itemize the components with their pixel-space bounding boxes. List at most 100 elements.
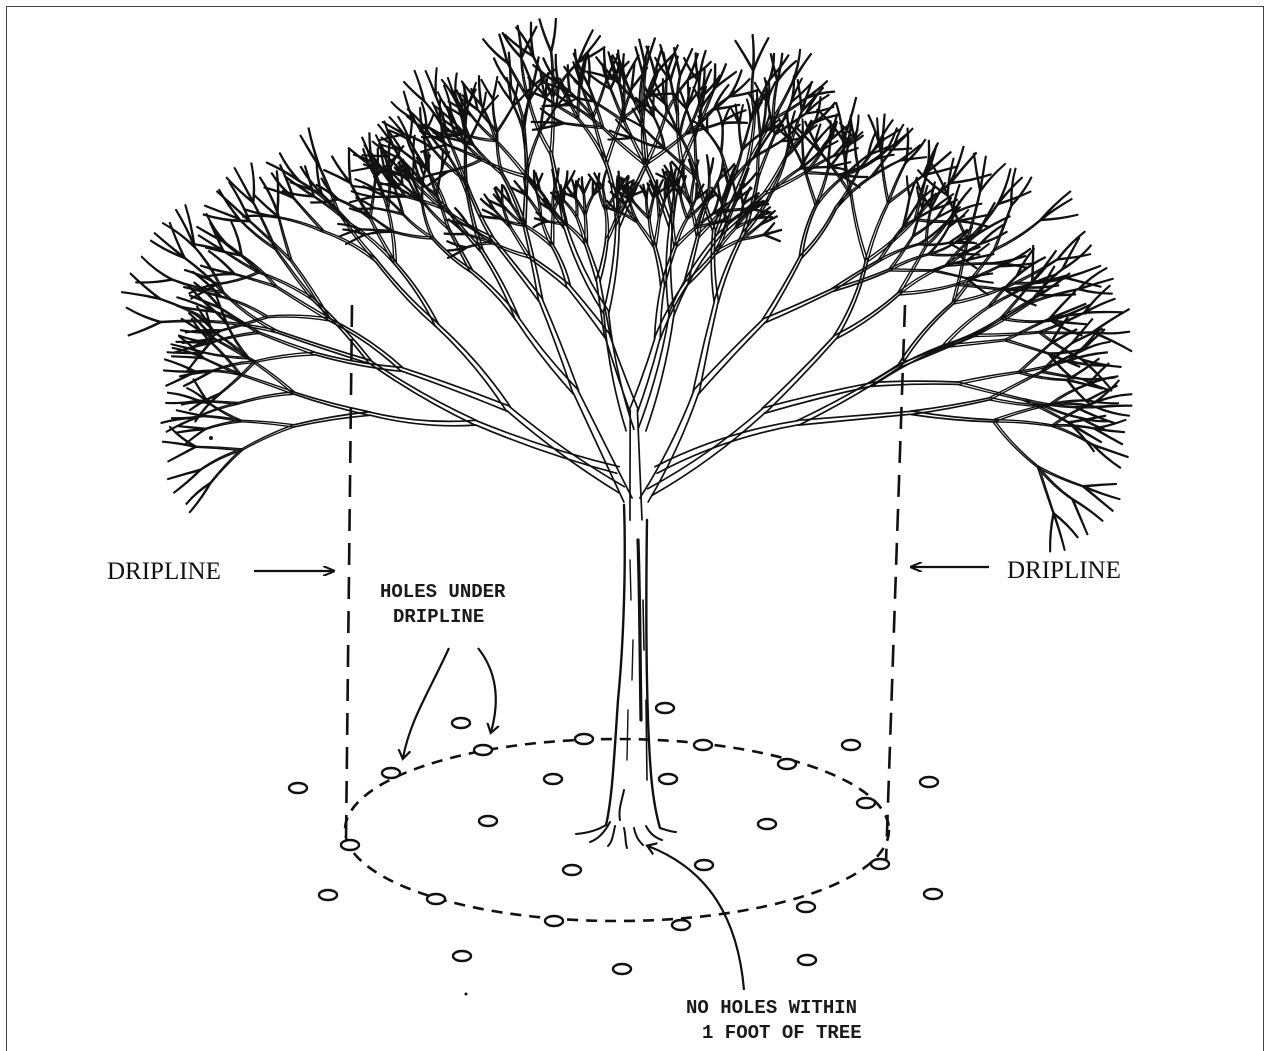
tree-branch xyxy=(402,368,509,406)
tree-branch xyxy=(640,391,694,498)
tree-branch xyxy=(674,48,680,76)
hole-marker xyxy=(452,718,470,728)
tree-branch xyxy=(901,304,954,367)
tree-branch xyxy=(501,174,523,225)
arrow-holes-under-dripline-2 xyxy=(478,648,496,732)
tree-branch xyxy=(376,262,436,327)
tree-branch xyxy=(519,317,579,390)
tree-branch xyxy=(958,373,1019,385)
tree-branch xyxy=(766,338,837,412)
tree-branch xyxy=(401,371,507,411)
tree-branch xyxy=(494,238,543,299)
tree-branch xyxy=(694,320,763,390)
tree-branch xyxy=(241,422,294,427)
tree-crown xyxy=(122,19,1132,552)
tree-branch xyxy=(436,68,437,96)
hole-marker xyxy=(341,840,359,850)
hole-marker xyxy=(544,774,562,784)
tree-branch xyxy=(624,122,644,165)
tree-branch xyxy=(1096,407,1129,416)
hole-marker xyxy=(778,759,796,769)
tree-branch xyxy=(605,210,606,241)
hole-marker xyxy=(563,865,581,875)
hole-marker xyxy=(924,889,942,899)
tree-branch xyxy=(653,217,658,246)
hole-marker xyxy=(474,745,492,755)
tree-branch xyxy=(496,106,512,131)
dripline-right-guide xyxy=(886,305,905,862)
tree-branch xyxy=(294,392,370,412)
tree-branch xyxy=(674,218,687,246)
tree-branch xyxy=(638,221,656,246)
tree-branch xyxy=(911,398,990,411)
tree-branch xyxy=(764,234,780,241)
tree-branch xyxy=(277,286,331,319)
tree-branch xyxy=(763,289,832,319)
tree-branch xyxy=(834,293,898,336)
tree-branch xyxy=(766,258,802,322)
tree-branch xyxy=(1066,266,1101,278)
tree-branch xyxy=(974,153,981,191)
tree-branch xyxy=(872,381,958,382)
hole-marker xyxy=(453,951,471,961)
tree-branch xyxy=(648,112,668,164)
tree-branch xyxy=(852,195,868,260)
tree-branch xyxy=(1011,177,1031,205)
tree-branch xyxy=(596,240,605,280)
tree-branch xyxy=(1058,255,1091,260)
hole-marker xyxy=(857,798,875,808)
hole-marker xyxy=(871,859,889,869)
tree-branch xyxy=(584,215,585,245)
tree-branch xyxy=(277,333,370,364)
hole-marker xyxy=(672,920,690,930)
holes-under-dripline-label-line2: DRIPLINE xyxy=(393,606,484,628)
tree-branch xyxy=(1040,332,1083,360)
tree-branch xyxy=(425,71,435,96)
scan-speck xyxy=(209,436,213,440)
hole-marker xyxy=(382,768,400,778)
hole-marker xyxy=(479,816,497,826)
tree-branch xyxy=(736,40,754,70)
tree-branch xyxy=(608,213,619,241)
root-flare xyxy=(576,790,676,848)
tree-branch xyxy=(899,335,974,365)
tree-branch xyxy=(542,299,578,390)
tree-branch xyxy=(255,352,315,361)
tree-branch xyxy=(498,106,514,132)
hole-marker xyxy=(758,819,776,829)
tree-branch xyxy=(707,133,720,153)
tree-branch xyxy=(438,324,510,407)
tree-branch xyxy=(1052,426,1093,445)
tree-branch xyxy=(994,422,1053,426)
tree-branch xyxy=(1039,333,1092,334)
tree-branch xyxy=(240,374,294,392)
tree-branch xyxy=(128,322,160,336)
tree-branch xyxy=(652,413,765,496)
tree-branch xyxy=(657,425,799,474)
tree-branch xyxy=(993,404,1050,420)
tree-branch xyxy=(429,152,430,171)
tree-branch xyxy=(1084,312,1123,313)
tree-branch xyxy=(127,307,161,321)
tree-branch xyxy=(168,447,196,462)
tree-branch xyxy=(482,80,494,99)
tree-branch xyxy=(578,216,588,243)
tree-branch xyxy=(436,326,506,410)
tree-branch xyxy=(754,38,769,71)
tree-branch xyxy=(797,364,899,420)
tree-branch xyxy=(764,235,780,241)
tree-branch xyxy=(294,394,369,415)
tree-branch xyxy=(958,371,1019,382)
hole-marker xyxy=(289,783,307,793)
tree-branch xyxy=(551,211,552,246)
hole-marker xyxy=(798,955,816,965)
hole-marker xyxy=(694,740,712,750)
tree-branch xyxy=(872,384,958,386)
hole-marker xyxy=(797,902,815,912)
holes-under-dripline-label-line1: HOLES UNDER xyxy=(380,581,506,603)
tree-branch xyxy=(275,249,312,300)
tree-branch xyxy=(980,231,1006,243)
dripline-ground-circle xyxy=(345,739,889,921)
